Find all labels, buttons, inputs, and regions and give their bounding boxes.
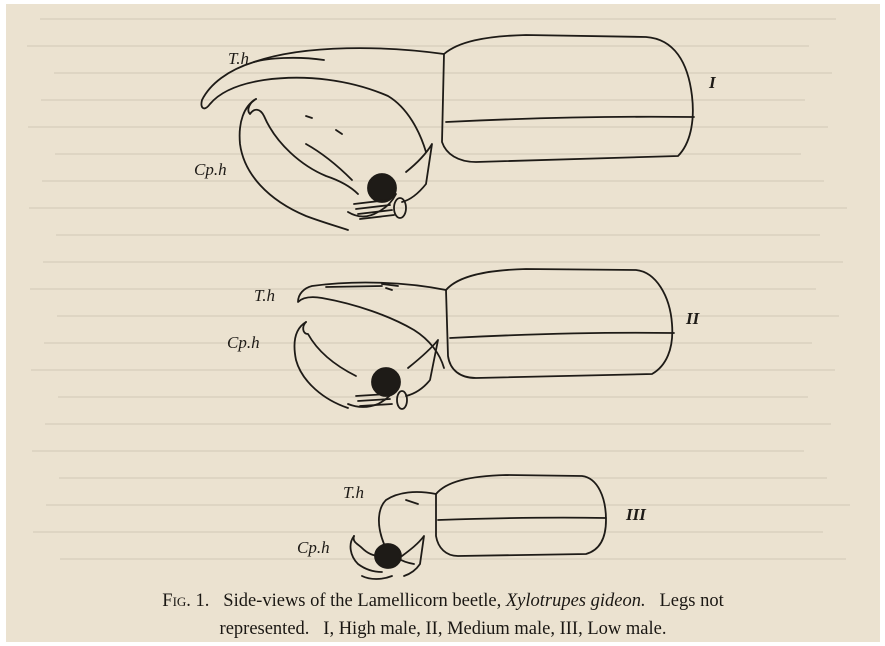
label-cephalic-horn-II: Cp.h — [227, 334, 260, 351]
scanned-page: T.h Cp.h I T.h Cp.h II T.h Cp.h III Fig.… — [6, 4, 880, 642]
elytra-seam — [450, 333, 674, 338]
maxilla — [397, 391, 407, 409]
cephalic-horn-outer — [248, 99, 358, 194]
cephalic-horn-outer — [303, 322, 356, 376]
mark — [382, 284, 398, 290]
caption-text-end: Legs not — [659, 591, 723, 611]
mandible — [362, 576, 392, 579]
beetle-medium-male — [294, 269, 674, 409]
caption-line-2: represented. I, High male, II, Medium ma… — [6, 615, 880, 642]
caption-text: Side-views of the Lamellicorn beetle, — [223, 591, 501, 611]
elytra-seam — [438, 518, 606, 520]
thoracic-horn-inner — [326, 286, 382, 287]
prosternum — [402, 144, 432, 202]
eye — [372, 368, 400, 396]
head-lobe — [306, 144, 352, 180]
pronotum-inner — [406, 500, 418, 504]
elytra — [436, 475, 606, 556]
figure-numeral-III: III — [626, 506, 646, 523]
prosternum — [402, 536, 424, 576]
elytra — [446, 269, 672, 378]
label-thoracic-horn-II: T.h — [254, 287, 275, 304]
label-thoracic-horn-III: T.h — [343, 484, 364, 501]
label-cephalic-horn-III: Cp.h — [297, 539, 330, 556]
figure-numeral-I: I — [709, 74, 716, 91]
cephalic-horn — [240, 99, 348, 230]
figure-numeral-II: II — [686, 310, 699, 327]
beetle-figure — [6, 4, 880, 584]
eye — [375, 544, 401, 568]
prosternum — [406, 340, 438, 396]
elytra — [442, 35, 693, 162]
label-thoracic-horn-I: T.h — [228, 50, 249, 67]
caption-fig-label: Fig. 1. — [162, 591, 209, 611]
beetle-low-male — [351, 475, 606, 579]
eye — [368, 174, 396, 202]
mark — [306, 116, 342, 134]
beetle-high-male — [201, 35, 694, 230]
cephalic-horn — [294, 322, 348, 408]
label-cephalic-horn-I: Cp.h — [194, 161, 227, 178]
caption-species: Xylotrupes gideon. — [506, 591, 646, 611]
caption-line-1: Fig. 1. Side-views of the Lamellicorn be… — [6, 587, 880, 615]
elytra-seam — [446, 117, 694, 122]
figure-caption: Fig. 1. Side-views of the Lamellicorn be… — [6, 587, 880, 642]
